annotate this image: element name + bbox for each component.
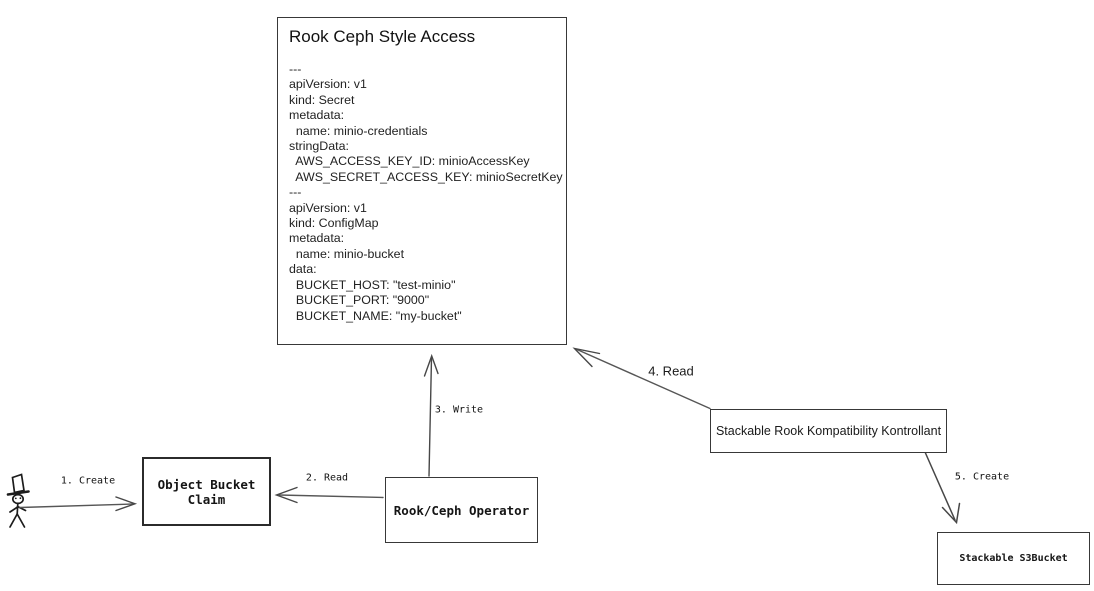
arrow-read-spec-head: [572, 347, 601, 368]
edge-label-read-spec: 4. Read: [648, 363, 694, 379]
arrow-create-obc-line: [19, 503, 134, 509]
arrow-create-s3bucket: [924, 451, 961, 525]
arrow-write-spec-line: [428, 357, 433, 477]
arrow-create-s3bucket-head: [941, 502, 961, 525]
actor-arm-left: [9, 506, 19, 513]
actor-leg-right: [16, 513, 26, 528]
actor-eye-right: [19, 497, 22, 500]
object-bucket-claim-label-line1: Object Bucket: [157, 476, 256, 492]
edge-label-create-obc: 1. Create: [60, 475, 116, 487]
actor-hat-brim: [6, 490, 30, 496]
arrow-read-spec-line: [576, 348, 711, 410]
edge-label-write-spec: 3. Write: [434, 404, 484, 416]
actor-body: [16, 502, 19, 515]
stackable-s3bucket-label: Stackable S3Bucket: [959, 553, 1068, 564]
actor-hat-crown: [11, 473, 25, 494]
rook-ceph-operator-label: Rook/Ceph Operator: [393, 502, 530, 518]
stackable-kontrollant-node: Stackable Rook Kompatibility Kontrollant: [710, 409, 947, 453]
arrow-read-obc: [274, 486, 384, 504]
rook-ceph-operator-node: Rook/Ceph Operator: [385, 477, 538, 543]
arrow-create-obc: [19, 496, 138, 512]
arrow-write-spec-head: [423, 353, 439, 377]
arrow-read-obc-head: [274, 486, 298, 504]
arrow-read-obc-line: [278, 494, 384, 499]
actor-leg-left: [9, 513, 19, 528]
actor-eye-left: [14, 497, 17, 500]
rook-ceph-style-access-box: Rook Ceph Style Access --- apiVersion: v…: [277, 17, 567, 345]
arrow-create-obc-head: [115, 496, 138, 512]
stackable-s3bucket-node: Stackable S3Bucket: [937, 532, 1090, 585]
arrow-read-spec: [572, 347, 711, 410]
edge-label-create-s3bucket: 5. Create: [954, 471, 1010, 483]
actor-head: [11, 493, 25, 505]
object-bucket-claim-node: Object Bucket Claim: [142, 457, 271, 526]
spec-box-yaml-manifest: --- apiVersion: v1 kind: Secret metadata…: [289, 62, 563, 323]
arrow-create-s3bucket-line: [924, 451, 956, 521]
object-bucket-claim-label-line2: Claim: [187, 491, 226, 507]
spec-box-title: Rook Ceph Style Access: [289, 27, 476, 46]
stackable-kontrollant-label: Stackable Rook Kompatibility Kontrollant: [715, 424, 942, 438]
arrow-write-spec: [423, 353, 439, 477]
actor-arm-right: [16, 505, 27, 512]
edge-label-read-obc: 2. Read: [305, 472, 349, 484]
person-top-hat-icon: [6, 473, 30, 528]
